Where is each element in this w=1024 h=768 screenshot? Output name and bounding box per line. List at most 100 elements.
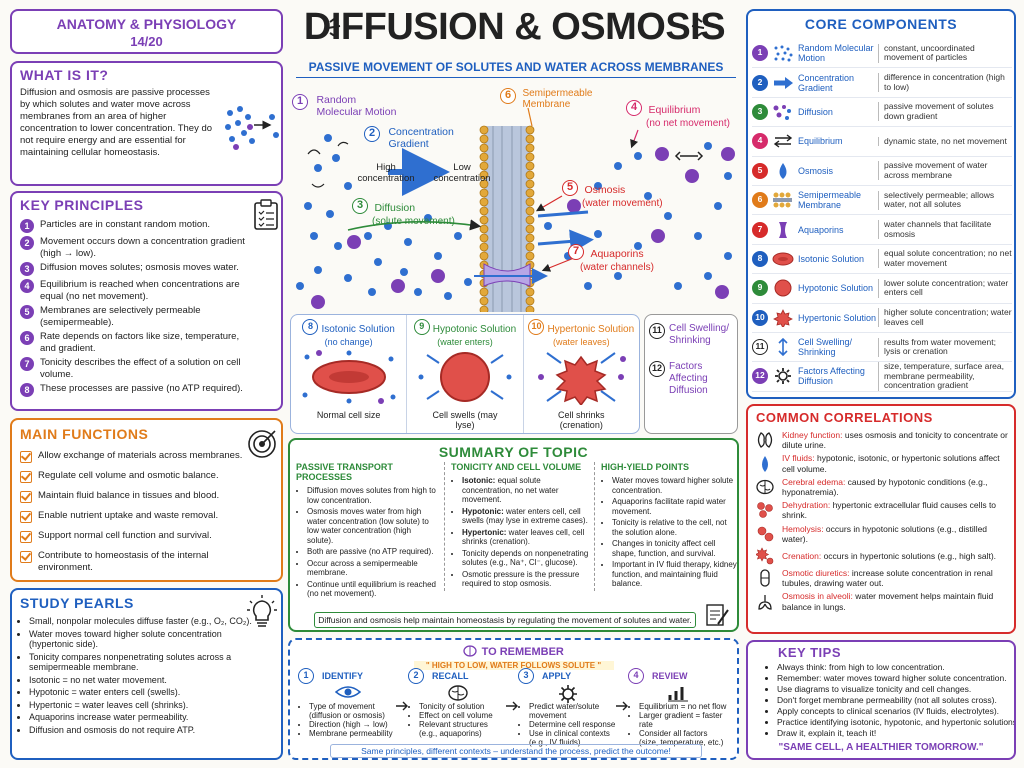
solute-molecule <box>685 169 699 183</box>
principle-text: Diffusion moves solutes; osmosis moves w… <box>40 262 239 273</box>
water-molecule <box>704 142 712 150</box>
core-number: 9 <box>752 280 768 297</box>
function-item: Support normal cell function and surviva… <box>20 530 252 543</box>
principle-text: These processes are passive (no ATP requ… <box>40 383 243 394</box>
step-item: Consider all factors (size, temperature,… <box>639 729 728 747</box>
water-molecule <box>364 232 372 240</box>
summary-item: Osmosis moves water from high water conc… <box>307 507 436 545</box>
correlation-text: Dehydration: hypertonic extracellular fl… <box>782 500 1012 520</box>
lipid-head <box>479 197 489 207</box>
step-items: Tonicity of solutionEffect on cell volum… <box>408 702 508 738</box>
correlation-text: Crenation: occurs in hypertonic solution… <box>782 551 996 561</box>
water-molecule <box>332 154 340 162</box>
core-name: Hypotonic Solution <box>798 283 874 294</box>
principle-number: 4 <box>20 279 34 293</box>
core-name: Cell Swelling/ Shrinking <box>798 337 853 358</box>
water-molecule <box>296 282 304 290</box>
correlation-description: hypotonic, isotonic, or hypertonic solut… <box>782 453 1000 474</box>
core-description: selectively permeable; allows water, not… <box>878 190 1012 210</box>
correlation-description: water movement helps maintain fluid bala… <box>782 591 994 612</box>
step-title: IDENTIFY <box>322 671 364 681</box>
lipid-head <box>479 305 489 312</box>
membrane-icon <box>772 191 794 209</box>
tip-item: Don't forget membrane permeability (not … <box>777 695 1014 705</box>
step-recall: 2RECALLTonicity of solutionEffect on cel… <box>408 668 508 738</box>
main-functions-panel: MAIN FUNCTIONS Allow exchange of materia… <box>10 418 283 582</box>
cell-title: Hypertonic Solution <box>547 324 635 335</box>
principle-text: Equilibrium is reached when concentratio… <box>40 279 240 302</box>
function-text: Allow exchange of materials across membr… <box>38 450 243 461</box>
aquaporin-icon <box>772 221 794 239</box>
label-text: Concentration Gradient <box>388 126 454 150</box>
hypotonic-cell-icon <box>772 279 794 297</box>
correlation-item: Osmosis in alveoli: water movement helps… <box>756 591 1012 612</box>
summary-definition: Tonicity depends on nonpenetrating solut… <box>462 548 589 568</box>
function-item: Allow exchange of materials across membr… <box>20 450 252 463</box>
checkbox-icon <box>20 531 32 543</box>
water-molecule <box>594 182 602 190</box>
solute-molecule <box>347 235 361 249</box>
principle-number: 6 <box>20 331 34 345</box>
key-tips-title: KEY TIPS <box>778 645 842 660</box>
lipid-head <box>525 170 535 180</box>
core-number: 10 <box>752 309 768 326</box>
water-molecule <box>404 238 412 246</box>
summary-item: Continue until equilibrium is reached (n… <box>307 580 436 599</box>
step-item: Predict water/solute movement <box>529 702 618 720</box>
function-item: Maintain fluid balance in tissues and bl… <box>20 490 252 503</box>
function-text: Contribute to homeostasis of the interna… <box>38 550 209 573</box>
checkbox-icon <box>20 551 32 563</box>
correlation-description: occurs in hypertonic solutions (e.g., hi… <box>821 550 997 561</box>
lipid-head <box>525 206 535 216</box>
side-label-text: Factors Affecting Diffusion <box>669 361 708 396</box>
summary-term: Hypotonic: <box>462 506 504 516</box>
pearl-item: Water moves toward higher solute concent… <box>29 629 257 650</box>
cell-caption: Cell shrinks (crenation) <box>558 410 605 430</box>
water-molecule <box>368 288 376 296</box>
summary-item: Osmotic pressure is the pressure require… <box>462 570 593 589</box>
tip-item: Always think: from high to low concentra… <box>777 662 1014 672</box>
summary-term: Isotonic: <box>462 476 496 485</box>
summary-item: Occur across a semipermeable membrane. <box>307 559 436 578</box>
water-molecule <box>664 212 672 220</box>
core-name: Factors Affecting Diffusion <box>798 366 865 387</box>
water-molecule <box>344 182 352 190</box>
principle-number: 3 <box>20 262 34 276</box>
correlation-item: Osmotic diuretics: increase solute conce… <box>756 568 1012 588</box>
core-components-title: CORE COMPONENTS <box>804 16 958 32</box>
solute-molecule <box>391 279 405 293</box>
summary-item: Important in IV fluid therapy, kidney fu… <box>612 560 737 589</box>
blood-cells-icon <box>756 501 774 519</box>
kidney-icon <box>756 431 774 449</box>
label-num: 3 <box>352 198 368 214</box>
lipid-head <box>525 134 535 144</box>
summary-panel: SUMMARY OF TOPIC PASSIVE TRANSPORT PROCE… <box>288 438 739 632</box>
water-molecule <box>374 258 382 266</box>
cell-caption: Normal cell size <box>316 410 381 420</box>
study-pearls-title: STUDY PEARLS <box>20 595 134 611</box>
correlation-item: Hemolysis: occurs in hypotonic solutions… <box>756 524 1012 544</box>
random-motion-icon <box>772 44 794 62</box>
clipboard-icon <box>254 199 278 230</box>
step-item: Relevant structures (e.g., aquaporins) <box>419 720 508 738</box>
step-item: Determine cell response <box>529 720 618 729</box>
summary-col-title: HIGH-YIELD POINTS <box>601 462 690 472</box>
summary-item: Tonicity is relative to the cell, not th… <box>612 518 737 537</box>
water-molecule <box>400 268 408 276</box>
checkbox-icon <box>20 471 32 483</box>
hypertonic-cell-icon <box>524 349 639 410</box>
remember-tagline: " HIGH TO LOW, WATER FOLLOWS SOLUTE " <box>413 661 614 670</box>
step-arrow-icon <box>396 698 410 716</box>
summary-item: Aquaporins facilitate rapid water moveme… <box>612 497 737 516</box>
water-molecule <box>634 242 642 250</box>
step-number: 4 <box>628 668 644 684</box>
